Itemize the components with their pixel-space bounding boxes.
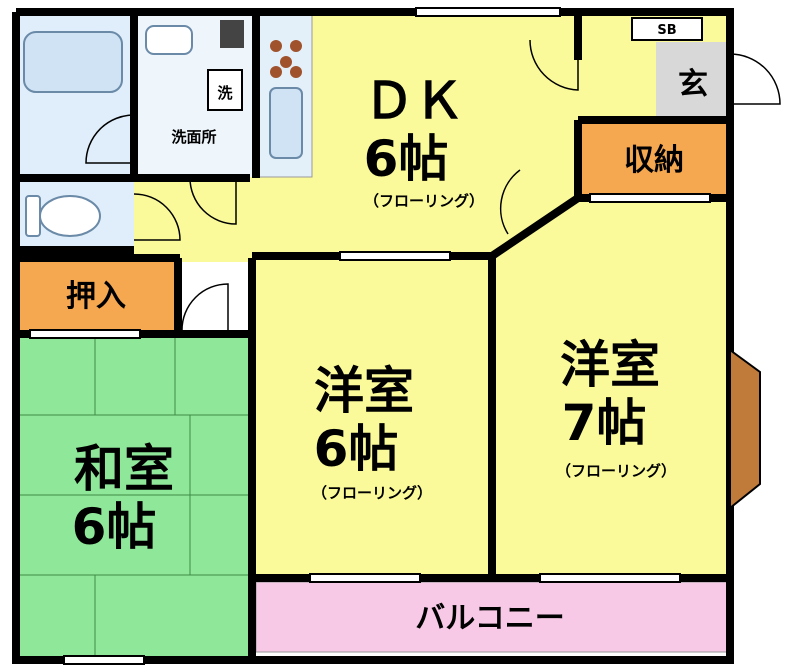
washroom-label: 洗面所 [171,128,216,146]
storage-label: 収納 [624,143,684,178]
sink-icon [145,25,193,55]
western1-size: 6帖 [314,420,399,478]
shoe-box-label: SB [657,23,676,38]
washer-label: 洗 [217,84,232,102]
toilet-icon [25,195,101,237]
dk-name: ＤＫ [364,72,464,130]
western-room1-floor [256,258,492,578]
japanese-size: 6帖 [72,498,157,556]
closet-area [16,262,176,332]
entrance-area [656,42,730,120]
western1-floor-type: （フローリング） [312,484,432,502]
shoe-box [631,17,703,41]
duct-icon [220,20,244,48]
western1-name: 洋室 [314,362,414,420]
stove-icon [270,40,302,78]
japanese-room-floor [16,336,252,660]
washer-box [207,69,243,111]
door-swings [85,39,781,331]
western-room2-floor [496,200,730,578]
kitchen-sink-icon [269,87,303,159]
tatami-lines [16,336,252,660]
bathtub-icon [23,31,123,93]
windows [29,7,711,665]
japanese-name: 和室 [74,440,174,498]
dk-size: 6帖 [364,130,449,188]
closet-label: 押入 [66,279,126,314]
dk-floor-type: （フローリング） [364,192,484,210]
bay-window [729,348,761,511]
storage-area [578,122,730,200]
western2-name: 洋室 [560,336,660,394]
western2-floor-type: （フローリング） [556,462,676,480]
entrance-label: 玄 [678,67,708,102]
western2-size: 7帖 [562,394,647,452]
balcony-label: バルコニー [415,601,564,636]
